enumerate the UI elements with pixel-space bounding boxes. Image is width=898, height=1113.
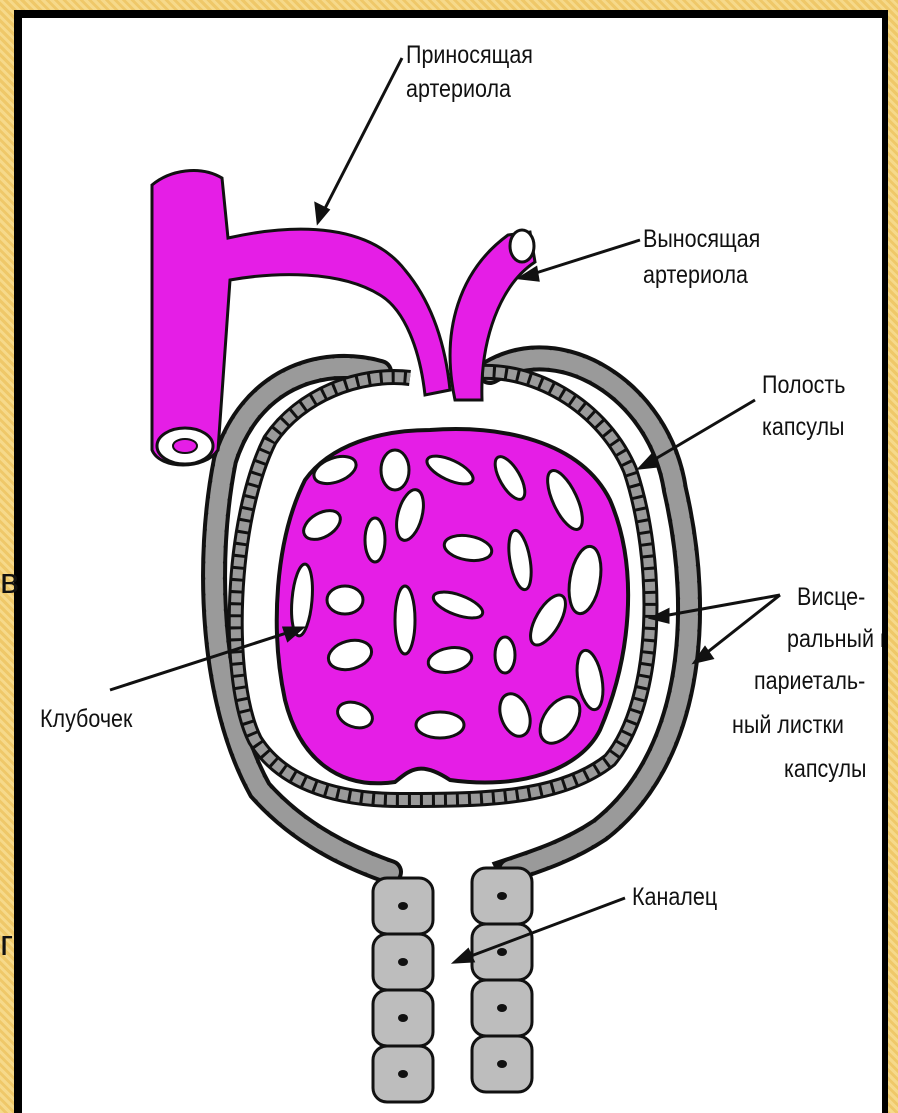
diagram-panel: Приносящая артериола Выносящая артериола… xyxy=(22,18,882,1113)
slide-edge-glyph-1: в xyxy=(0,560,19,602)
efferent-lumen xyxy=(510,230,534,262)
label-layers-line3: париеталь- xyxy=(754,664,865,698)
afferent-lumen-inner xyxy=(173,439,197,453)
label-efferent-line2: артериола xyxy=(643,258,748,292)
label-layers-line4: ный листки xyxy=(732,708,844,742)
label-tubule: Каналец xyxy=(632,880,717,914)
nephron-diagram xyxy=(22,18,882,1113)
tubule xyxy=(373,868,532,1102)
leader-afferent xyxy=(318,58,402,222)
label-layers-line2: ральный и xyxy=(787,622,882,656)
label-layers-line1: Висце- xyxy=(797,580,865,614)
label-layers-line5: капсулы xyxy=(784,752,867,786)
label-afferent-line2: артериола xyxy=(406,72,511,106)
label-afferent-line1: Приносящая xyxy=(406,38,533,72)
afferent-arteriole xyxy=(152,171,450,465)
label-glomerulus: Клубочек xyxy=(40,702,132,736)
label-capsule-cavity-line1: Полость xyxy=(762,368,845,402)
leader-visceral xyxy=(652,595,780,618)
label-capsule-cavity-line2: капсулы xyxy=(762,410,845,444)
label-efferent-line1: Выносящая xyxy=(643,222,760,256)
slide-edge-glyph-2: г xyxy=(0,922,13,964)
